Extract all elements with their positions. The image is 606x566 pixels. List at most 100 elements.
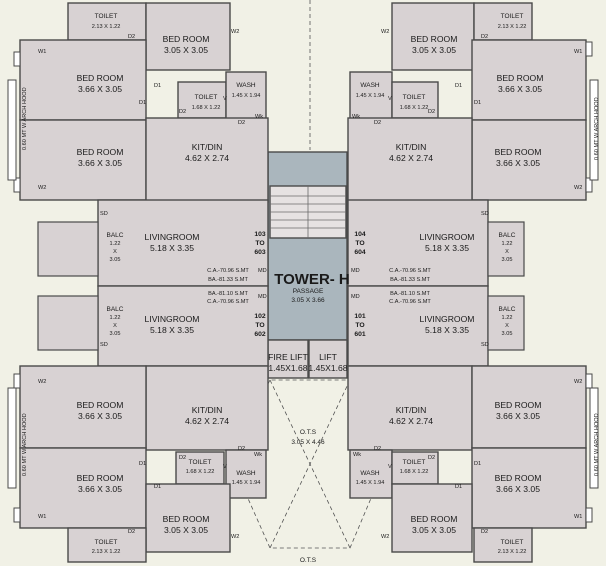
tr-bed-upper-dim: 3.66 X 3.05 [498, 84, 542, 94]
tr-balc-label: BALC [499, 232, 516, 239]
bl-window-w1 [13, 507, 21, 523]
bl-bedroom-small [145, 483, 231, 553]
tl-wash [225, 71, 267, 123]
br-window-w1 [585, 507, 593, 523]
br-w1: W1 [574, 514, 582, 520]
tr-living [347, 199, 489, 287]
tl-window-w2 [13, 177, 21, 193]
tl-flat-no-a: 103 [254, 231, 266, 238]
br-living-label: LIVINGROOM [420, 314, 475, 324]
tl-bed-small-dim: 3.05 X 3.05 [164, 45, 208, 55]
tl-wk: Wk [255, 114, 263, 120]
bl-d1-a: D1 [139, 461, 146, 467]
bl-arch-hood-label: 0.60 MT W ARCH HOOD [22, 413, 28, 476]
tl-living-label: LIVINGROOM [145, 232, 200, 242]
bl-ba: BA.-81.10 S.MT [208, 291, 248, 297]
br-bed-upper-dim: 3.66 X 3.05 [496, 411, 540, 421]
tl-ca: C.A.-70.96 S.MT [207, 268, 249, 274]
tl-balc-w: 1.22 [110, 241, 121, 247]
tl-w2-b: W2 [231, 29, 239, 35]
tl-kitchen [145, 117, 269, 203]
bl-balc-label: BALC [107, 306, 124, 313]
tr-toilet2-dim: 1.68 X 1.22 [400, 105, 429, 111]
tr-bedroom-lower [471, 119, 587, 201]
bl-md: MD [258, 294, 267, 300]
tl-d1-a: D1 [154, 83, 161, 89]
bl-wash-dim: 1.45 X 1.94 [232, 480, 261, 486]
br-toilet-label: TOILET [501, 539, 524, 546]
bl-bed-upper-dim: 3.66 X 3.05 [78, 411, 122, 421]
tl-window-w1 [13, 51, 21, 67]
bl-toilet2-label: TOILET [189, 459, 212, 466]
bl-wk: Wk [254, 452, 262, 458]
tr-balc-x: X [505, 249, 509, 255]
fire-lift-label: FIRE LIFT [268, 352, 308, 362]
tl-bed-lower-dim: 3.66 X 3.05 [78, 158, 122, 168]
bl-d2-c: D2 [238, 446, 245, 452]
bl-d2-b: D2 [179, 455, 186, 461]
tl-toilet-label: TOILET [95, 13, 118, 20]
ots-label: O.T.S [300, 429, 317, 436]
br-toilet-2 [391, 451, 439, 485]
br-bedroom-lower [471, 447, 587, 529]
br-wash-label: WASH [360, 470, 380, 477]
br-window-w2 [585, 373, 593, 389]
tr-kitchen [347, 117, 473, 203]
bl-d2: D2 [128, 529, 135, 535]
br-d1-a: D1 [474, 461, 481, 467]
bl-window-w2 [13, 373, 21, 389]
bl-toilet2-dim: 1.68 X 1.22 [186, 469, 215, 475]
tr-ca: C.A.-70.96 S.MT [389, 268, 431, 274]
tl-arch-hood [7, 79, 17, 181]
lift-shaft [308, 339, 348, 379]
br-toilet2-dim: 1.68 X 1.22 [400, 469, 429, 475]
tl-d1-b: D1 [139, 100, 146, 106]
br-arch-hood [589, 387, 599, 489]
tl-md: MD [258, 268, 267, 274]
br-living [347, 285, 489, 367]
tower-title: TOWER- H [274, 271, 350, 288]
bl-bed-lower-dim: 3.66 X 3.05 [78, 484, 122, 494]
bl-bedroom-upper [19, 365, 147, 449]
tr-toilet-dim: 2.13 X 1.22 [498, 24, 527, 30]
br-balc-x: X [505, 323, 509, 329]
bl-ca: C.A.-70.96 S.MT [207, 299, 249, 305]
tr-balc-w: 1.22 [502, 241, 513, 247]
tr-bed-upper-label: BED ROOM [497, 73, 544, 83]
tl-bed-upper-dim: 3.66 X 3.05 [78, 84, 122, 94]
bl-arch-hood [7, 387, 17, 489]
stair-treads [270, 186, 346, 238]
tr-window-w2 [585, 177, 593, 193]
bl-wash [225, 449, 267, 499]
tr-wash [349, 71, 393, 123]
tr-bed-small-dim: 3.05 X 3.05 [412, 45, 456, 55]
tl-w2: W2 [38, 185, 46, 191]
br-balc-h: 3.05 [502, 331, 513, 337]
bl-balc-x: X [113, 323, 117, 329]
br-bedroom-upper [471, 365, 587, 449]
tl-balc-label: BALC [107, 232, 124, 239]
br-d2: D2 [481, 529, 488, 535]
bl-living-dim: 5.18 X 3.35 [150, 325, 194, 335]
br-balc-w: 1.22 [502, 315, 513, 321]
tr-balcony [487, 221, 525, 277]
br-kit-label: KIT/DIN [396, 405, 427, 415]
br-balcony [487, 295, 525, 351]
tr-toilet2-label: TOILET [403, 94, 426, 101]
ots-bottom-label: O.T.S [300, 557, 317, 564]
tl-bedroom-small [145, 2, 231, 71]
bl-bed-small-label: BED ROOM [163, 514, 210, 524]
tl-arch-hood-label: 0.60 MT W ARCH HOOD [22, 87, 28, 150]
tr-wash-label: WASH [360, 82, 380, 89]
tl-bed-small-label: BED ROOM [163, 34, 210, 44]
passage-dim: 3.05 X 3.66 [291, 297, 325, 304]
tr-d1-b: D1 [474, 100, 481, 106]
tr-wash-dim: 1.45 X 1.94 [356, 93, 385, 99]
bl-sd: SD [100, 342, 108, 348]
br-wash-dim: 1.45 X 1.94 [356, 480, 385, 486]
tr-ba: BA.-81.33 S.MT [390, 277, 430, 283]
br-flat-no-a: 101 [354, 313, 366, 320]
tr-bedroom-upper [471, 39, 587, 121]
tr-d1-a: D1 [455, 83, 462, 89]
tr-arch-hood-label: 0.60 MT W ARCH HOOD [594, 97, 600, 160]
